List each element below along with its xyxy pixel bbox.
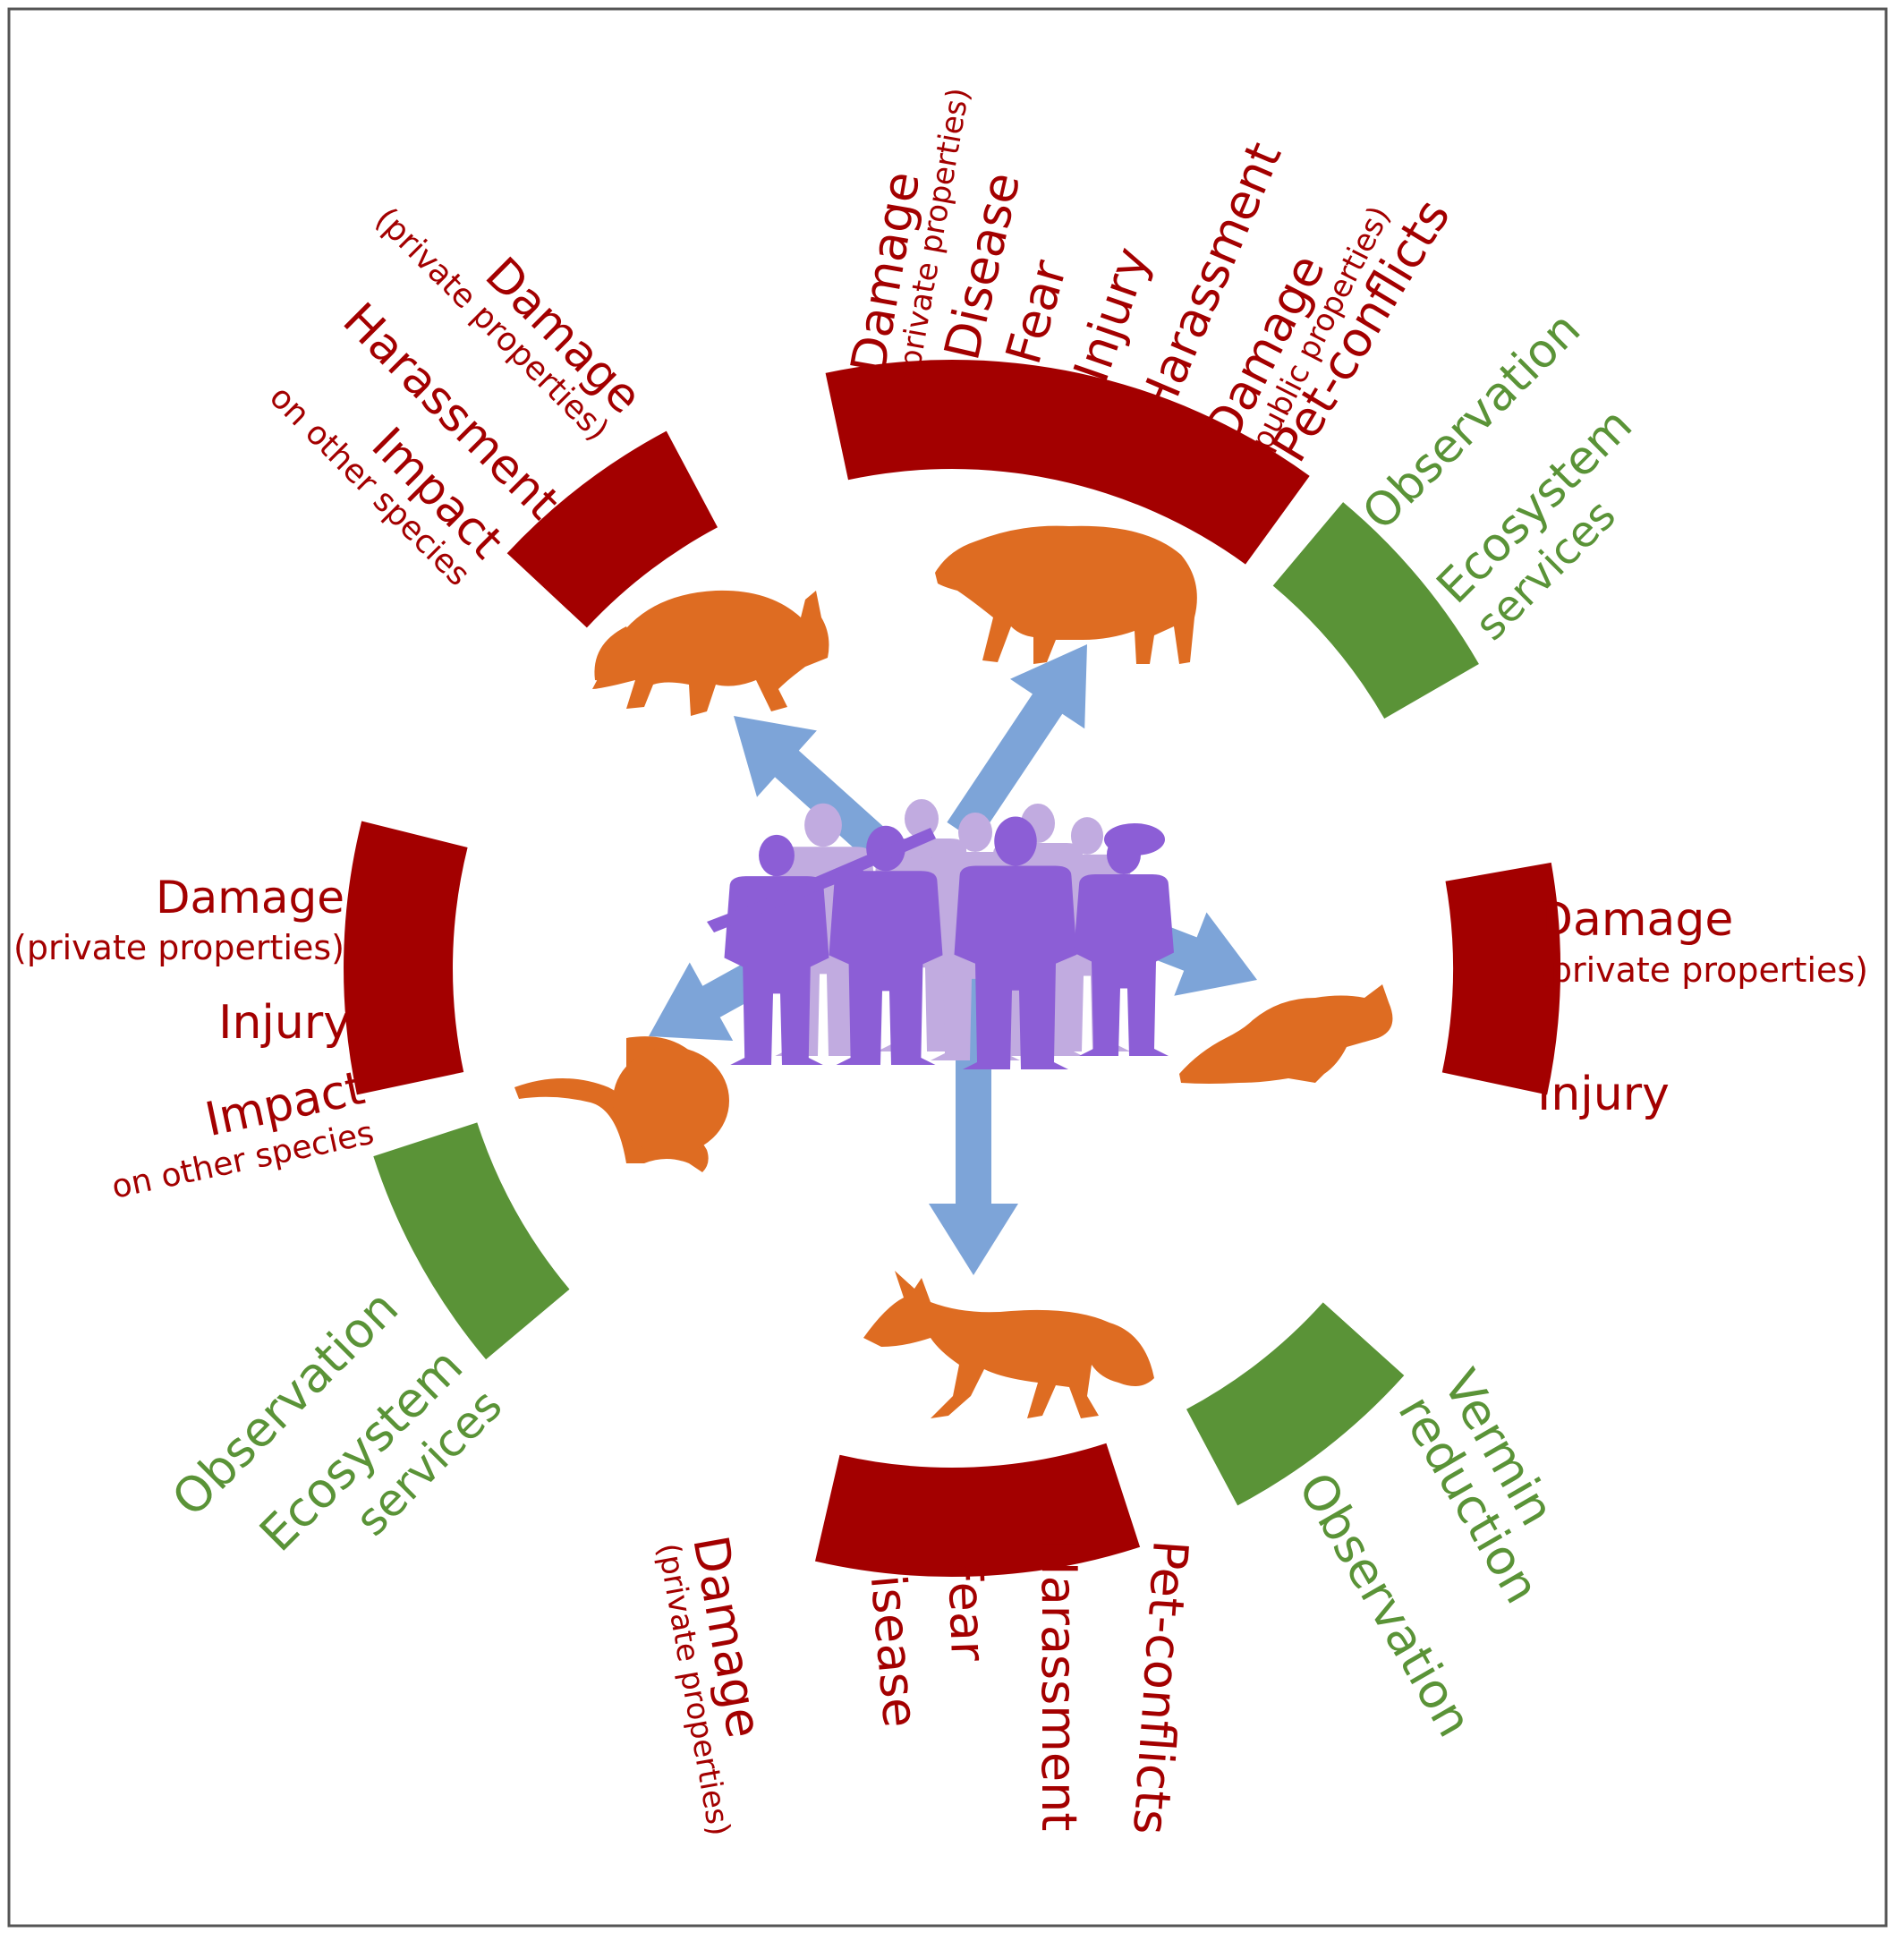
people-group-icon [707, 799, 1174, 1069]
wild-boar-icon [935, 525, 1197, 664]
animal-icons [514, 525, 1393, 1418]
beaver-negative-label-0: Damage (private properties) [13, 872, 344, 967]
label-main-text: Harassment [1031, 1539, 1087, 1831]
marten-negative-label-1: Injury [1537, 1068, 1670, 1121]
wild-boar-positive-arc [1272, 502, 1479, 719]
label-main-text: Injury [218, 996, 351, 1050]
marten-negative-label-0: Damage(private properties) [1537, 893, 1868, 990]
raccoon-icon [592, 590, 829, 716]
fox-negative-label-2: Fear [937, 1555, 997, 1663]
label-main-text: Injury [1537, 1068, 1670, 1121]
beaver-negative-label-1: Injury [218, 996, 351, 1050]
wild-boar-negative-arc [825, 360, 1310, 565]
beaver-icon [514, 1036, 729, 1172]
label-sub-text: (private properties) [13, 928, 344, 967]
fox-negative-arc [815, 1443, 1141, 1578]
impact-arcs [344, 360, 1561, 1578]
beaver-positive-arc [373, 1122, 570, 1360]
label-main-text: Damage [156, 872, 344, 924]
label-main-text: Fear [937, 1555, 997, 1663]
marten-negative-arc [1441, 862, 1561, 1095]
fox-positive-arc [1186, 1302, 1405, 1506]
arrow-to-fox [929, 962, 1018, 1275]
beaver-negative-arc [344, 821, 468, 1095]
marten-icon [1179, 984, 1393, 1084]
fox-negative-label-3: Harassment [1031, 1539, 1087, 1831]
label-sub-text: (private properties) [1537, 950, 1868, 990]
fox-icon [863, 1271, 1154, 1418]
label-main-text: Damage [1537, 893, 1733, 947]
arrow-to-wild-boar [947, 644, 1087, 843]
raccoon-negative-arc [506, 430, 718, 628]
